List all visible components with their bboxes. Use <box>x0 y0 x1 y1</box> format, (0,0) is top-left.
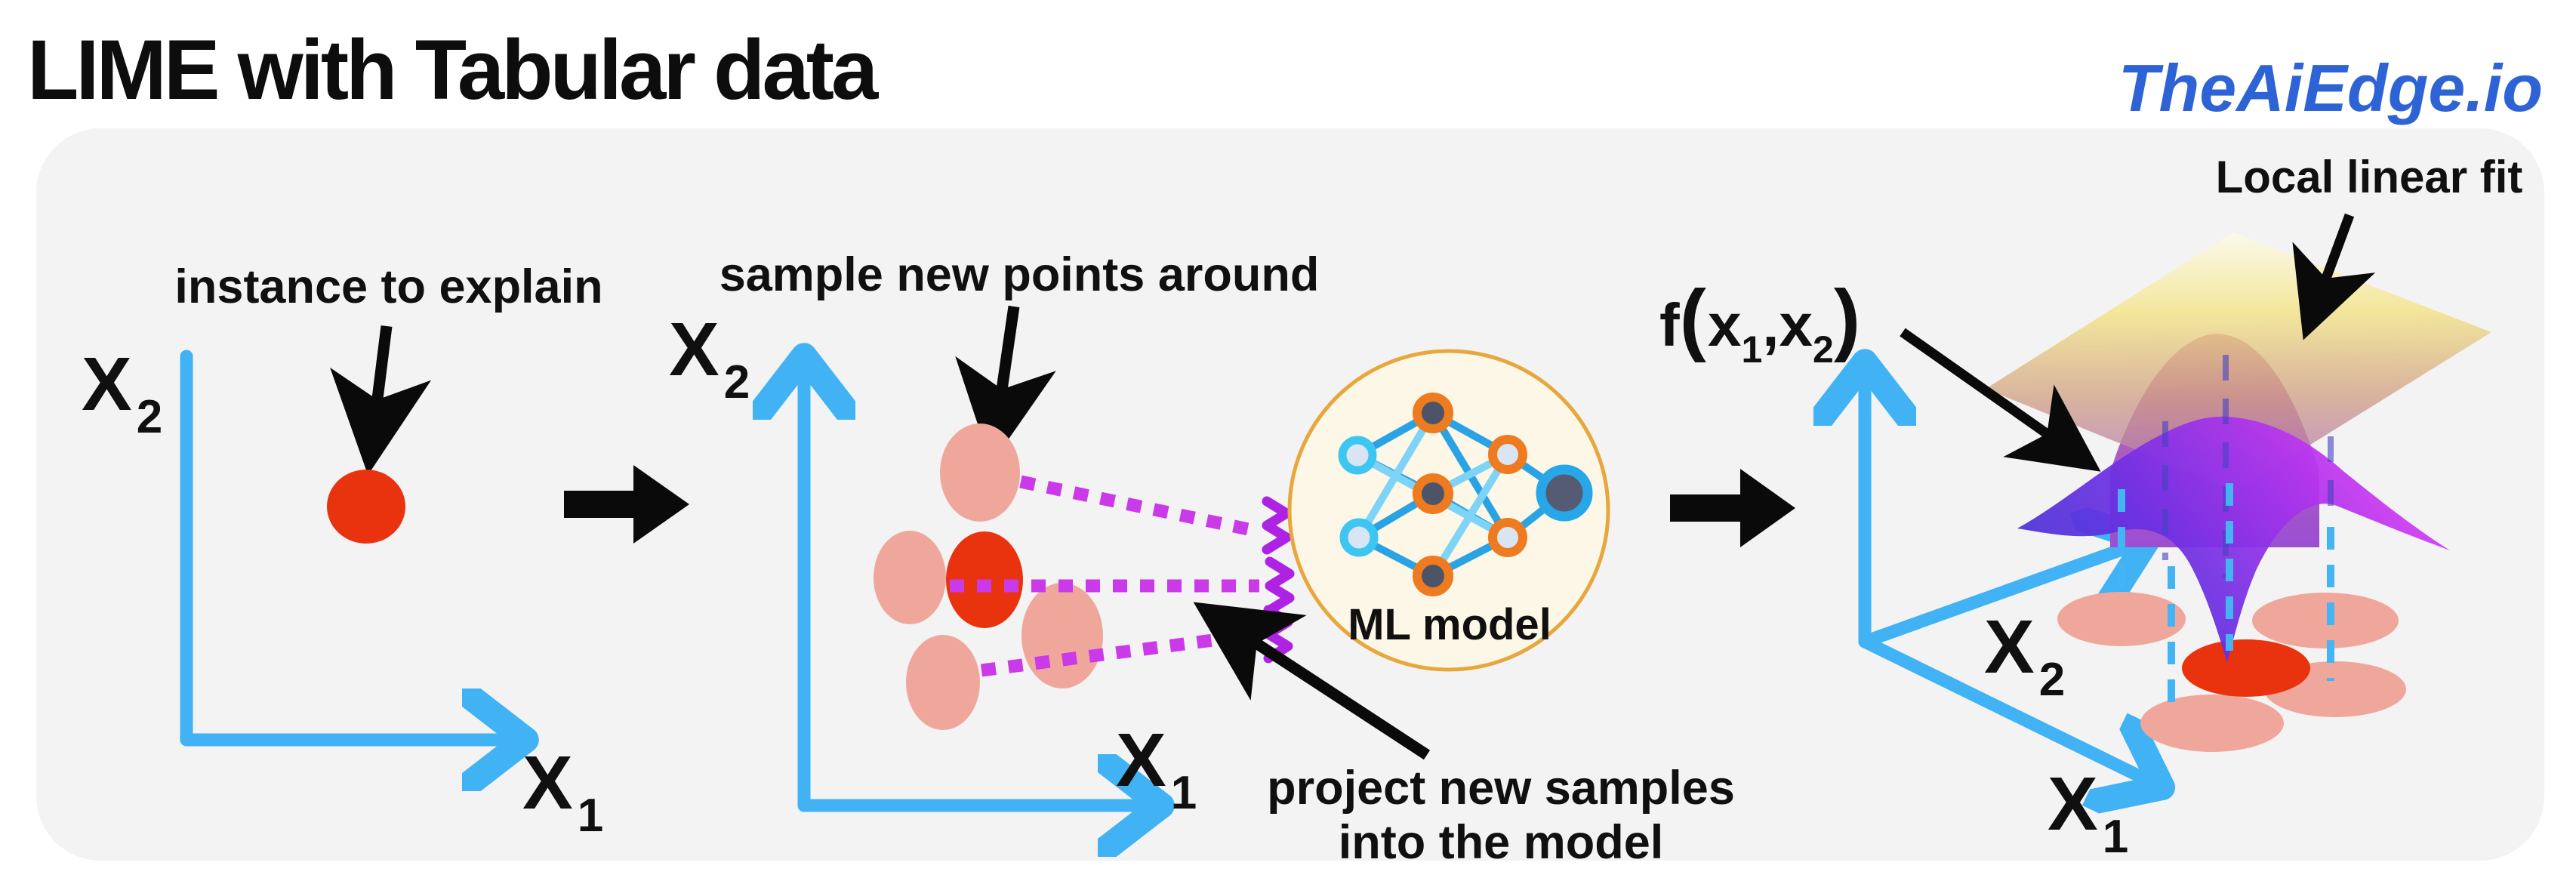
panel1-y-axis-label: X2 <box>82 341 162 443</box>
dotted-line <box>1019 475 1261 538</box>
sample-point <box>874 531 946 624</box>
fx-open-paren: ( <box>1679 274 1708 363</box>
panel3-axes <box>1865 367 2158 785</box>
axis-base: X <box>1116 718 1166 802</box>
fx-f: f <box>1659 291 1680 359</box>
project-callout-line2: into the model <box>1338 816 1664 869</box>
axis-sub: 1 <box>1170 767 1197 819</box>
dotted-line <box>980 627 1261 677</box>
panel1-axes <box>180 350 521 740</box>
axis-sub: 2 <box>2038 654 2066 706</box>
projection-dotted-lines <box>950 475 1261 677</box>
project-callout-line1: project new samples <box>1267 762 1735 815</box>
sample-pointer-arrow <box>955 305 1056 465</box>
brand-logo: TheAiEdge.io <box>2118 51 2543 125</box>
panel3-y-axis <box>1858 542 2143 648</box>
sample-point <box>2252 593 2399 648</box>
page-title: LIME with Tabular data <box>27 23 878 117</box>
step-arrow-1-icon <box>564 465 689 544</box>
axis-sub: 1 <box>2102 811 2129 863</box>
panel2-axes <box>804 361 1157 806</box>
ml-model-icon <box>1287 349 1610 672</box>
fx-pointer-arrow <box>1900 328 2101 472</box>
fx-comma: , <box>1762 291 1779 359</box>
panel3-x-axis-label: X1 <box>2048 761 2128 863</box>
axis-sub: 2 <box>723 356 750 408</box>
fx-x1: x <box>1707 291 1742 359</box>
plane-pointer-arrow <box>2292 213 2376 340</box>
sample-callout: sample new points around <box>719 248 1320 301</box>
fx-sub2: 2 <box>1813 328 1834 371</box>
sample-cluster <box>874 424 1103 730</box>
sample-point <box>2057 592 2186 646</box>
fx-x2: x <box>1779 291 1813 359</box>
droplines-light <box>2118 483 2334 710</box>
zigzag-arrowhead-icon <box>1265 556 1295 615</box>
axis-sub: 2 <box>136 391 163 443</box>
ml-model-circle <box>1287 349 1610 672</box>
zigzag-arrowheads <box>1262 496 1295 664</box>
instance-pointer-arrow <box>330 325 432 476</box>
axis-base: X <box>1984 605 2035 689</box>
instance-point <box>2182 639 2310 697</box>
axis-base: X <box>522 741 573 825</box>
axis-base: X <box>82 342 132 427</box>
sample-point <box>940 424 1020 522</box>
panel3-x-axis <box>1858 635 2158 785</box>
fx-label: f(x1,x2) <box>1659 273 1863 371</box>
axis-sub: 1 <box>577 790 604 842</box>
fx-close-paren: ) <box>1833 274 1863 363</box>
sample-point <box>1021 583 1103 688</box>
panel3-y-axis-label: X2 <box>1984 604 2065 706</box>
nn-nodes <box>1338 393 1593 596</box>
plane-callout: Local linear fit <box>2215 152 2523 202</box>
panel2-x-axis-label: X1 <box>1116 717 1197 819</box>
model-surface <box>2017 416 2450 663</box>
panel1-x-axis-label: X1 <box>522 740 603 842</box>
panel2-y-axis-label: X2 <box>669 307 750 408</box>
sample-point <box>906 635 980 730</box>
project-pointer-arrow <box>1193 602 1431 760</box>
step-arrow-2-icon <box>1670 469 1795 547</box>
ml-model-label: ML model <box>1348 600 1551 649</box>
axis-base: X <box>2048 762 2098 846</box>
zigzag-arrowhead-icon <box>1262 496 1292 555</box>
instance-callout: instance to explain <box>174 260 603 313</box>
instance-point <box>327 470 405 544</box>
panel3-floor-points <box>2057 592 2406 752</box>
axis-base: X <box>669 307 719 392</box>
fx-sub1: 1 <box>1741 328 1763 371</box>
sample-point <box>2140 695 2284 752</box>
